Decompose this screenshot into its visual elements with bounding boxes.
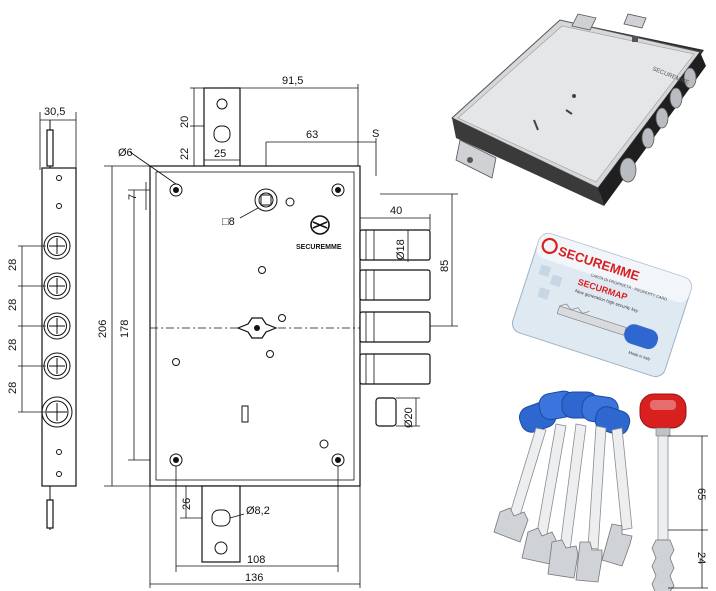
bolt-head-2 — [43, 272, 71, 300]
dim-tab-25: 25 — [214, 148, 226, 160]
dim-spindle-square: □8 — [222, 216, 235, 228]
bottom-tab — [201, 485, 241, 563]
bolt-3 — [359, 311, 431, 343]
dim-bolt-dia: Ø18 — [395, 239, 407, 260]
securemme-logo: SECUREMME — [296, 215, 342, 251]
property-card: SECUREMME CARTA DI PROPRIETÀ · PROPERTY … — [511, 232, 693, 378]
front-view: 206 178 7 20 22 25 91,5 63 S — [97, 75, 458, 588]
dim-backset: 63 — [306, 129, 318, 141]
cylinder-keyhole — [150, 317, 360, 339]
dim-s: S — [372, 128, 379, 140]
card-made-in: Made in Italy — [628, 350, 651, 362]
bolt-head-3 — [43, 312, 71, 340]
logo-text: SECUREMME — [296, 244, 342, 251]
corner-hole-tr — [331, 183, 345, 197]
red-key-head — [639, 393, 687, 429]
dim-offset-7: 7 — [127, 194, 139, 200]
blue-keys-bundle — [493, 390, 633, 583]
bolt-2 — [359, 269, 431, 301]
dim-tab-20: 20 — [179, 116, 191, 128]
dim-total-height: 206 — [97, 320, 109, 338]
bolt-head-4 — [43, 352, 71, 380]
deadbolt-head — [41, 396, 73, 428]
bolt-1 — [359, 229, 431, 261]
card-key-head — [624, 324, 659, 350]
dim-bottom-hole: Ø8,2 — [246, 505, 270, 517]
dim-bolt-span: 178 — [119, 320, 131, 338]
dim-pitch-4: 28 — [7, 382, 19, 394]
dim-side-width: 30,5 — [44, 106, 65, 118]
bolt-4 — [359, 353, 431, 385]
dim-hole-dia: Ø6 — [118, 147, 133, 159]
deadbolt — [375, 397, 397, 427]
dim-key-length: 65 — [695, 488, 707, 500]
dim-bottom-108: 108 — [247, 554, 265, 566]
dim-bottom-26: 26 — [181, 498, 193, 510]
bolt-head-1 — [43, 232, 71, 260]
dim-pitch-2: 28 — [7, 299, 19, 311]
red-key: 65 24 — [639, 393, 708, 591]
dim-bottom-136: 136 — [245, 572, 263, 584]
side-view: 30,5 — [7, 106, 77, 530]
lock-3d-render: SECUREMME — [451, 13, 706, 206]
dim-bolt-throw: 40 — [390, 205, 402, 217]
dim-pitch-3: 28 — [7, 339, 19, 351]
dim-deadbolt-dia: Ø20 — [403, 407, 415, 428]
dim-tab-22: 22 — [179, 148, 191, 160]
dim-bolt-spacing: 85 — [439, 260, 451, 272]
dim-key-tip: 24 — [695, 552, 707, 564]
dim-width-top: 91,5 — [282, 75, 303, 87]
spindle-hub — [254, 188, 278, 212]
dim-pitch-1: 28 — [7, 259, 19, 271]
